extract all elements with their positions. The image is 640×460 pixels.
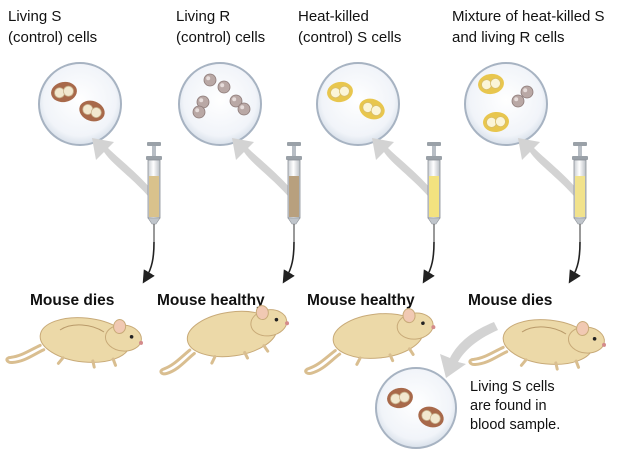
- syringe-1: [145, 141, 163, 243]
- experiment-3-outcome: Mouse healthy: [307, 292, 415, 309]
- experiment-1-title: Living S (control) cells: [8, 8, 98, 46]
- injection-arrows: [142, 241, 581, 284]
- syringe-3: [425, 141, 443, 243]
- r-cell: [192, 105, 206, 119]
- mouse-2-healthy: [152, 300, 296, 376]
- petri-dish-4: [464, 62, 548, 146]
- mouse-1-dead: [5, 306, 147, 378]
- mouse-4-dead: [468, 308, 610, 380]
- mouse-icon: [5, 306, 147, 378]
- experiment-2-outcome: Mouse healthy: [157, 292, 265, 309]
- injection-arrow: [568, 241, 581, 284]
- r-cell: [237, 102, 251, 116]
- r-cell: [217, 80, 231, 94]
- experiment-4-outcome: Mouse dies: [468, 292, 553, 309]
- curved-arrow-icon: [232, 138, 292, 196]
- experiment-2-title: Living R (control) cells: [176, 8, 266, 46]
- r-cell: [520, 85, 534, 99]
- petri-dish-3: [316, 62, 400, 146]
- injection-arrow: [142, 241, 155, 284]
- mouse-icon: [152, 300, 296, 376]
- mouse-icon: [298, 304, 441, 376]
- petri-dish-1: [38, 62, 122, 146]
- r-cell: [203, 73, 217, 87]
- injection-arrow: [422, 241, 435, 284]
- experiment-3-title: Heat-killed (control) S cells: [298, 8, 402, 46]
- blood-sample-dish: [375, 367, 457, 449]
- petri-dish-2: [178, 62, 262, 146]
- syringe-2: [285, 141, 303, 243]
- syringe-4: [571, 141, 589, 243]
- curved-arrow-icon: [372, 138, 432, 196]
- experiment-4-title: Mixture of heat-killed S and living R ce…: [452, 8, 605, 46]
- experiment-1-outcome: Mouse dies: [30, 292, 115, 309]
- mouse-icon: [468, 308, 610, 380]
- blood-sample-arrow: [440, 322, 498, 378]
- r-cell: [511, 94, 525, 108]
- mouse-3-healthy: [298, 304, 441, 376]
- curved-arrow-icon: [518, 138, 578, 196]
- injection-arrow: [282, 241, 295, 284]
- blood-sample-note: Living S cells are found in blood sample…: [470, 379, 561, 433]
- curved-arrow-icon: [92, 138, 152, 196]
- curved-arrows: [92, 138, 578, 196]
